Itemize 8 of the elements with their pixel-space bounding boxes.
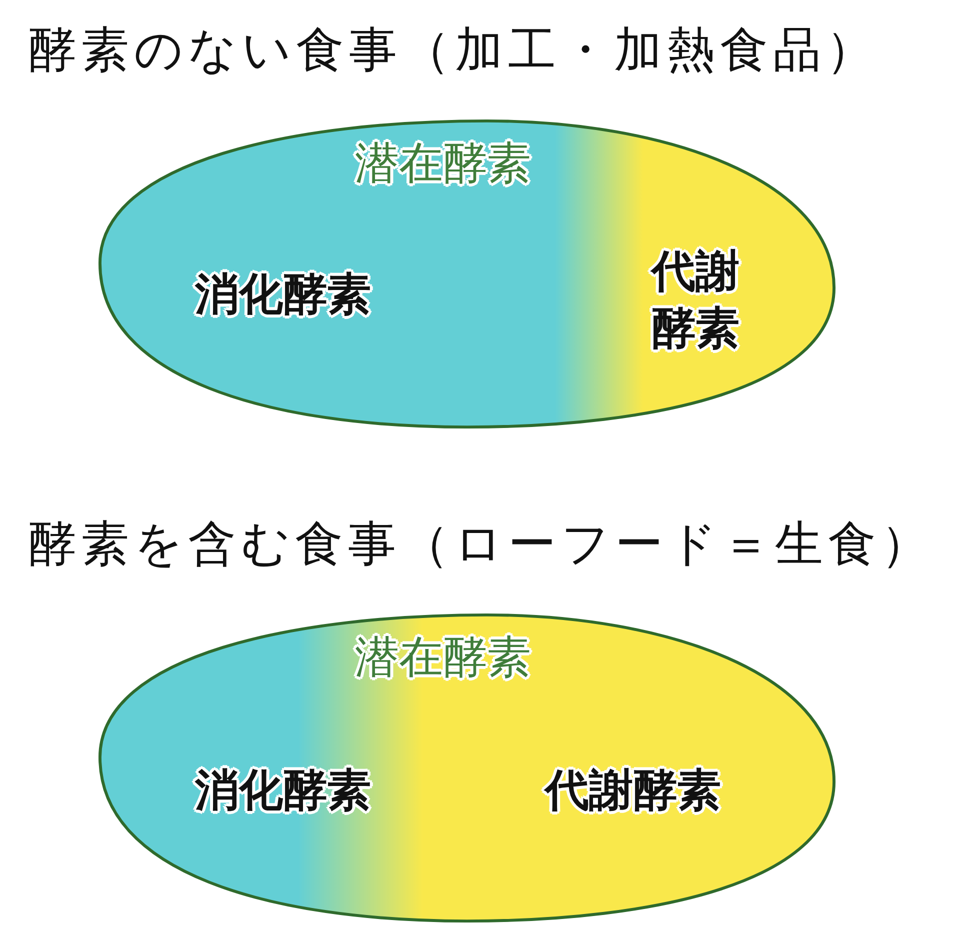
digestive-enzyme-label: 消化酵素: [195, 268, 371, 322]
metabolic-enzyme-label: 代謝酵素: [649, 245, 741, 356]
diet-heading: 酵素のない食事（加工・加熱食品）: [28, 21, 879, 80]
diet-heading: 酵素を含む食事（ローフード＝生食）: [28, 515, 934, 574]
digestive-enzyme-label: 消化酵素: [195, 764, 371, 818]
metabolic-enzyme-label: 代謝酵素: [545, 764, 721, 818]
potential-enzyme-label: 潜在酵素: [355, 137, 531, 191]
potential-enzyme-label: 潜在酵素: [355, 631, 531, 685]
